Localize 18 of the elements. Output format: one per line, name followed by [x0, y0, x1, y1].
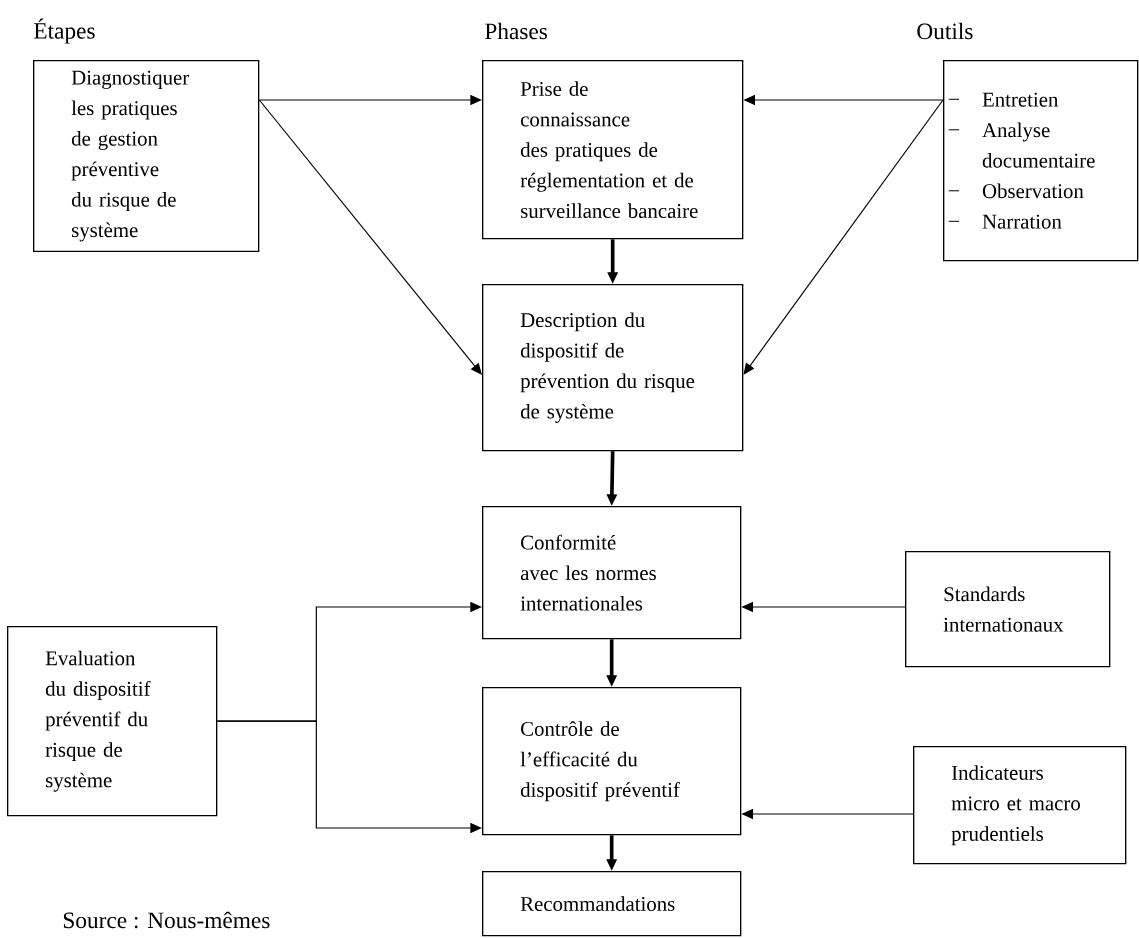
list-item: Narration [948, 214, 1062, 229]
step-box: Evaluation du dispositif préventif du risque de système [7, 626, 218, 817]
list-item: Observation [948, 183, 1084, 199]
process-box: Prise de connaissance des pratiques de réglementation et de surveillance bancaire [482, 60, 744, 240]
process-box: Recommandations [482, 871, 742, 937]
column-heading: Outils [917, 22, 973, 40]
step-box: Diagnostiquer les pratiques de gestion préventive du risque de système [33, 60, 260, 253]
process-box: Description du dispositif de prévention du risque de système [482, 284, 744, 452]
arrow [258, 99, 482, 375]
process-box: Contrôle de l’efficacité du dispositif préventif [482, 687, 742, 836]
tool-box: Indicateurs micro et macro prudentiels [913, 746, 1127, 865]
list-item: Analyse documentaire [948, 122, 1095, 168]
list-item: Entretien [948, 92, 1059, 107]
arrow [743, 99, 944, 375]
tool-box: Standards internationaux [905, 551, 1111, 668]
tool-list-box [943, 60, 1139, 262]
source-note: Source : Nous-mêmes [63, 911, 270, 929]
process-box: Conformité avec les normes internationales [482, 506, 742, 640]
